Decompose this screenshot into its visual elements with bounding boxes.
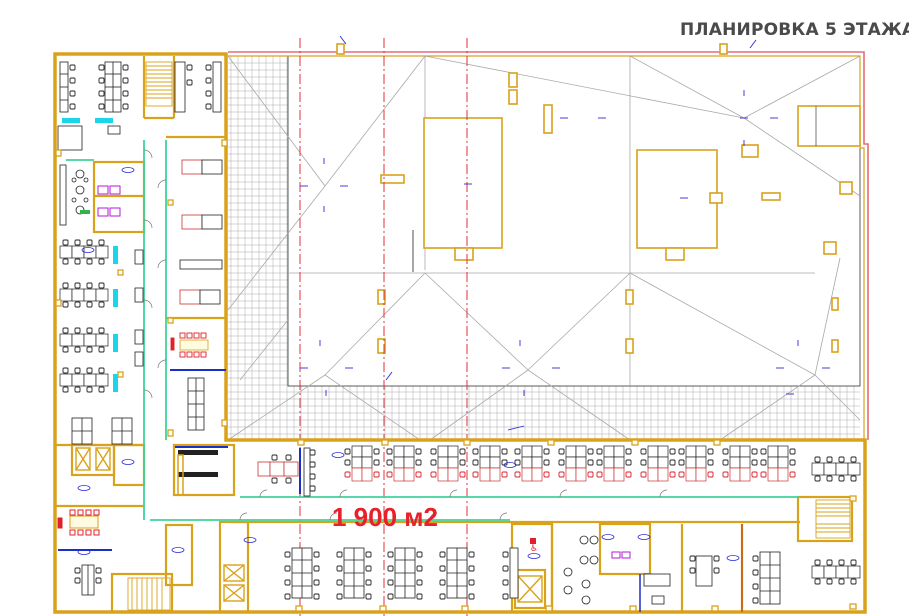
glass-partitions: [66, 140, 800, 521]
furniture-west-wing: [57, 61, 223, 596]
plan-title: ПЛАНИРОВКА 5 ЭТАЖА: [680, 20, 909, 40]
accessible-wc-icon: ♿: [530, 544, 538, 554]
columns: [55, 139, 857, 612]
floor-area-label: 1 900 м2: [332, 502, 438, 532]
exterior-walls: [53, 52, 867, 614]
slope-annotations: [300, 35, 830, 431]
furniture-south-wing: [177, 446, 860, 612]
staircases: [127, 61, 851, 611]
doors: [143, 149, 668, 521]
room-tags: [77, 167, 740, 561]
roof-terrace: [227, 43, 869, 441]
